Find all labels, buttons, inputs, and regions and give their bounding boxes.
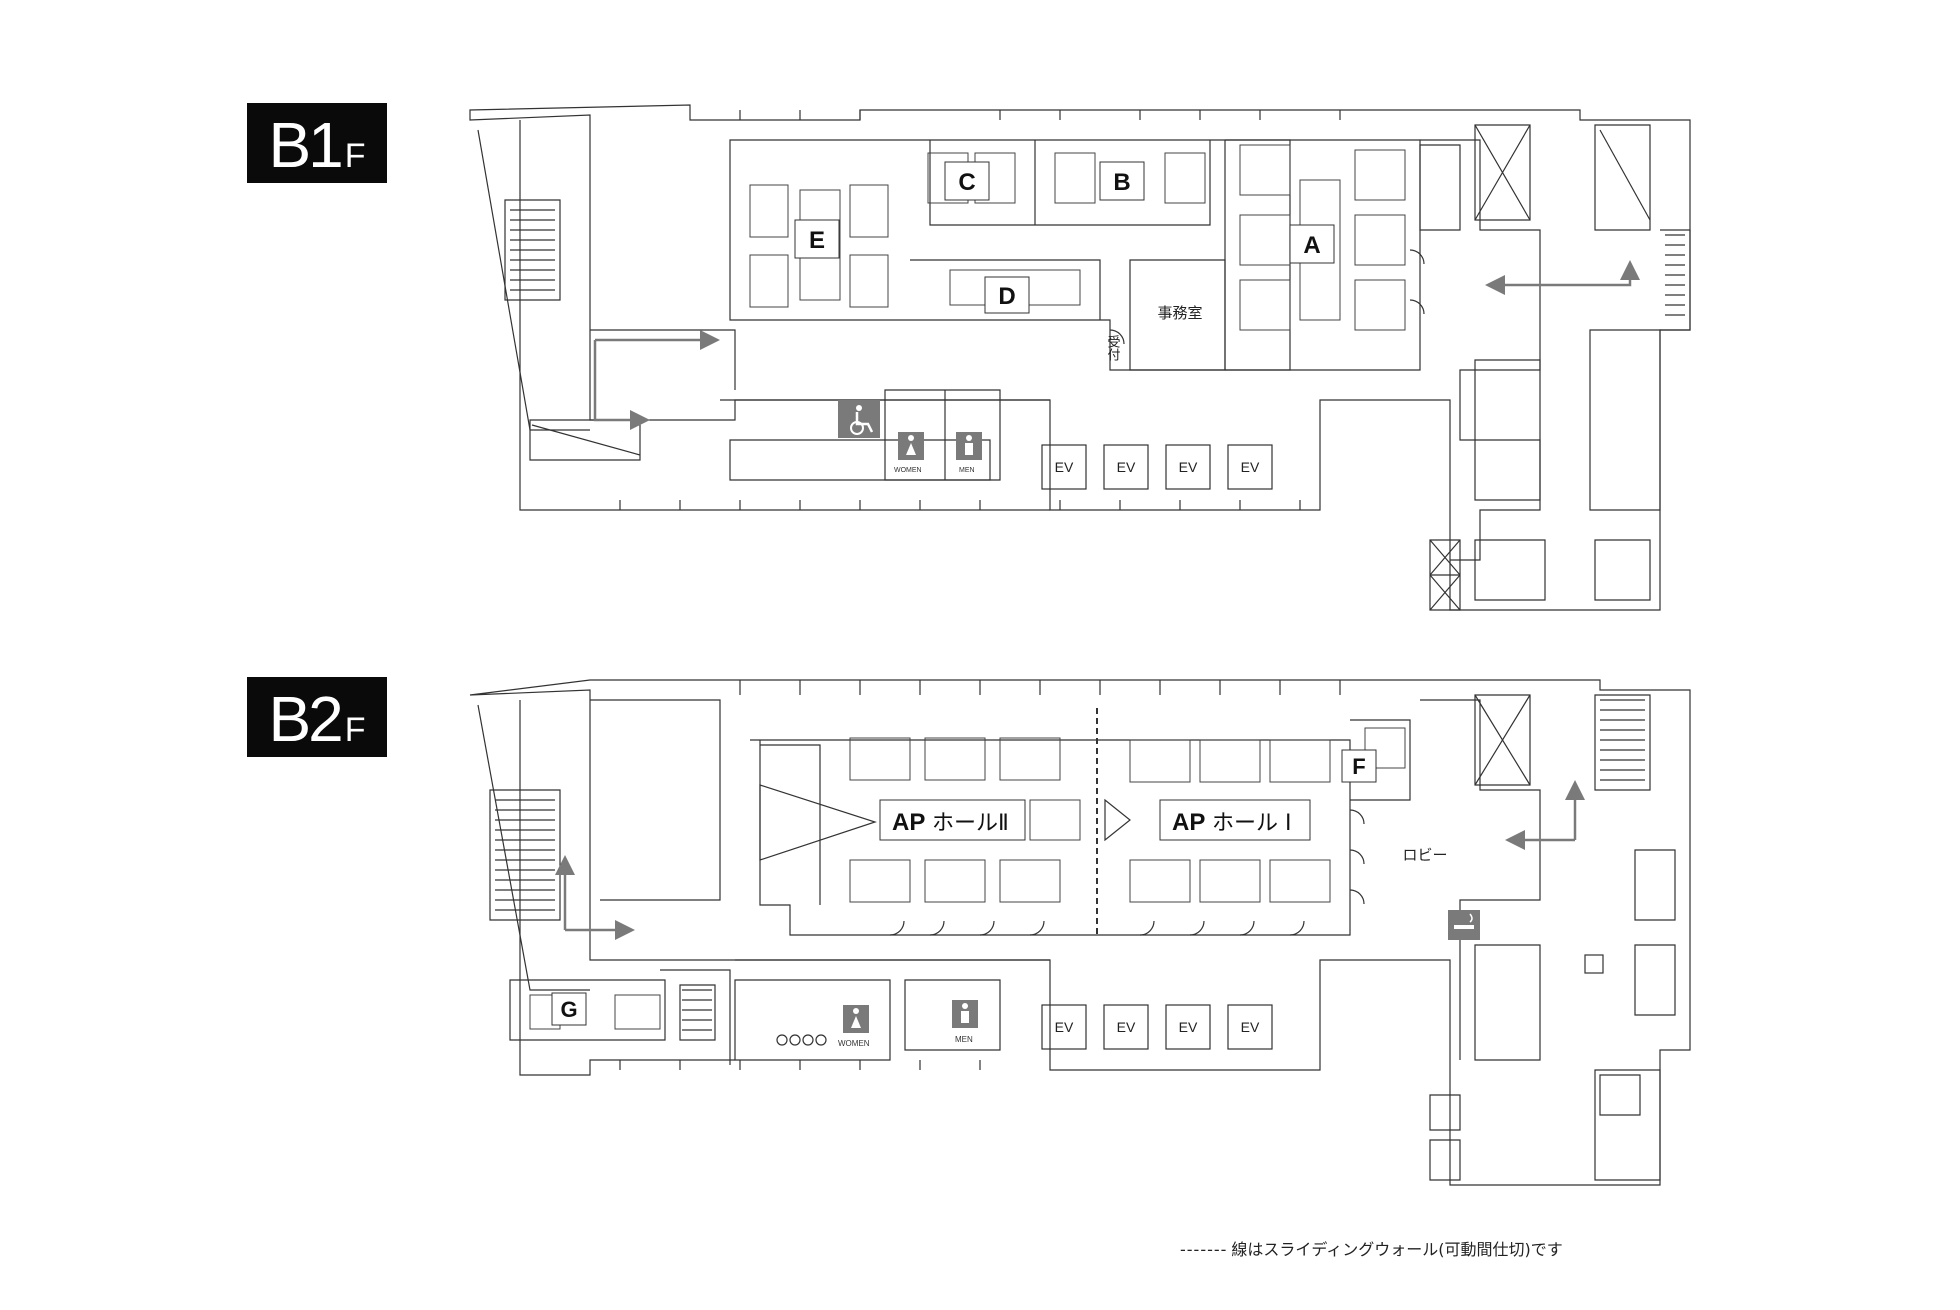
b2-room-labels: F G: [551, 749, 1377, 1026]
room-label-d: D: [998, 283, 1015, 310]
room-label-a: A: [1303, 232, 1320, 259]
b1-elevators: EV EV EV EV: [1055, 459, 1260, 475]
elevator-label: EV: [1055, 459, 1074, 475]
women-icon: [843, 1005, 869, 1033]
room-label-g: G: [560, 997, 577, 1022]
elevator-label: EV: [1179, 459, 1198, 475]
hall-1-name: ホール Ⅰ: [1212, 811, 1291, 836]
elevator-label: EV: [1179, 1019, 1198, 1035]
men-label: MEN: [959, 467, 975, 474]
men-icon: [952, 1000, 978, 1028]
women-label: WOMEN: [838, 1039, 870, 1048]
room-label-b: B: [1113, 169, 1130, 196]
room-label-f: F: [1352, 754, 1365, 779]
room-label-e: E: [809, 227, 825, 254]
no-smoking-icon: [1448, 910, 1480, 940]
hall-2-name: ホールⅡ: [932, 811, 1009, 836]
floor-badge-main: B1: [268, 109, 343, 181]
b2-elevators: EV EV EV EV: [1055, 1019, 1260, 1035]
office-label: 事務室: [1157, 304, 1202, 322]
b2-outline: [469, 679, 1691, 1186]
floor-badge-main: B2: [268, 683, 343, 755]
b1-outline: [469, 104, 1691, 611]
hall-2-label-box: AP ホールⅡ: [879, 799, 1026, 841]
sliding-wall-legend: -------線はスライディングウォール(可動間仕切)です: [1180, 1236, 1563, 1260]
men-icon: [956, 432, 982, 460]
b2-tables: [529, 727, 1406, 1030]
b2-route-arrows: [555, 780, 1585, 940]
elevator-label: EV: [1117, 459, 1136, 475]
floor-badge-b1: B1 F: [247, 103, 387, 183]
floor-badge-suffix: F: [344, 711, 366, 749]
reception-label: 受付: [1105, 335, 1121, 361]
b1-route-arrows: [593, 260, 1640, 430]
b1-room-labels: A B C D E: [794, 161, 1335, 314]
elevator-label: EV: [1117, 1019, 1136, 1035]
arrow-icon: [1600, 260, 1640, 287]
floor-badge-suffix: F: [344, 137, 366, 175]
lobby-label: ロビー: [1402, 846, 1447, 864]
arrow-icon: [593, 340, 650, 430]
legend-dashes: -------: [1180, 1240, 1228, 1259]
elevator-label: EV: [1241, 459, 1260, 475]
men-label: MEN: [955, 1035, 973, 1044]
legend-text: 線はスライディングウォール(可動間仕切)です: [1231, 1240, 1563, 1259]
hall-2-prefix: AP: [892, 809, 925, 836]
women-icon: [898, 432, 924, 460]
hall-1-prefix: AP: [1172, 809, 1205, 836]
b2-floor-plan: [469, 679, 1691, 1186]
elevator-label: EV: [1055, 1019, 1074, 1035]
room-label-c: C: [958, 169, 975, 196]
hall-1-label-box: AP ホール Ⅰ: [1159, 799, 1311, 841]
elevator-label: EV: [1241, 1019, 1260, 1035]
floor-badge-b2: B2 F: [247, 677, 387, 757]
wheelchair-icon: [838, 400, 880, 438]
women-label: WOMEN: [894, 467, 922, 474]
b1-floor-plan: [469, 104, 1691, 611]
